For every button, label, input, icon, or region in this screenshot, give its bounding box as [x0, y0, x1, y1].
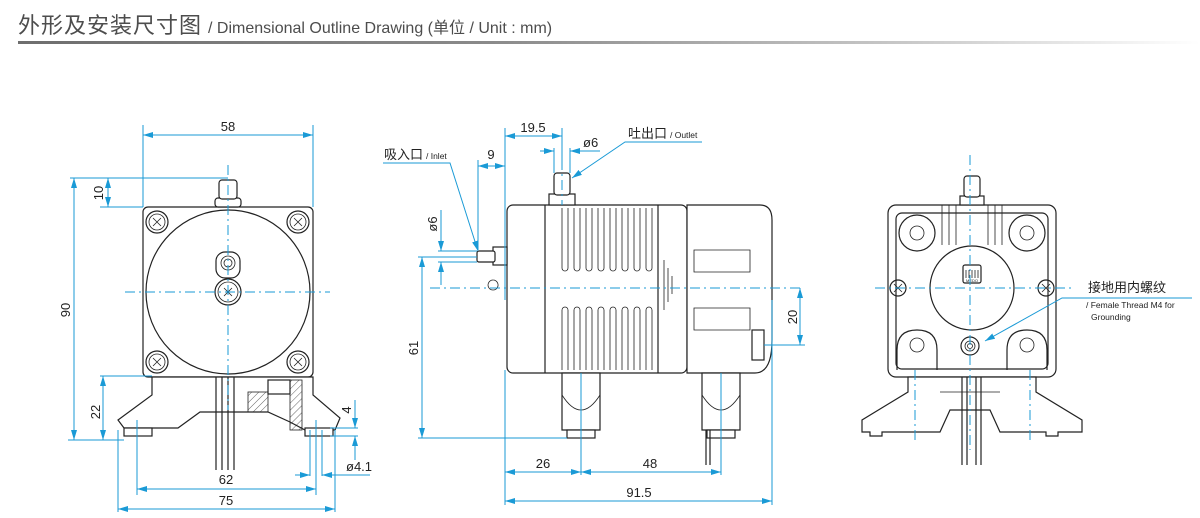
- outlet-label-en: / Outlet: [670, 130, 698, 140]
- title-cn: 外形及安装尺寸图: [18, 14, 203, 39]
- side-body: [506, 204, 688, 374]
- dim-10: 10: [91, 186, 106, 200]
- cooling-fins: [561, 208, 673, 370]
- side-feet: [561, 372, 741, 465]
- screw-icon: [145, 210, 169, 234]
- inlet-label-en: / Inlet: [426, 151, 447, 161]
- dim-91-5: 91.5: [626, 485, 651, 500]
- inlet-label-cn: 吸入口: [384, 148, 423, 163]
- title-en: / Dimensional Outline Drawing (单位 / Unit…: [208, 20, 553, 37]
- dim-20: 20: [785, 310, 800, 324]
- dim-61: 61: [406, 341, 421, 355]
- dim-48: 48: [643, 456, 657, 471]
- screw-icon: [286, 350, 310, 374]
- rear-base: [861, 376, 1083, 465]
- dim-75: 75: [219, 493, 233, 508]
- inlet-nozzle: [476, 246, 508, 291]
- dim-19-5: 19.5: [520, 120, 545, 135]
- dim-58: 58: [221, 119, 235, 134]
- dim-22: 22: [88, 405, 103, 419]
- dim-9: 9: [487, 147, 494, 162]
- rear-view: MEDO 接地用内螺纹 / Female Thread M4: [861, 155, 1192, 465]
- medo-logo: MEDO: [962, 264, 982, 284]
- ground-label-en-1: / Female Thread M4 for: [1086, 300, 1175, 310]
- front-view: 58 10 90 22 4 ø4.1 62 75: [58, 119, 372, 512]
- dim-62: 62: [219, 472, 233, 487]
- ground-label-cn: 接地用内螺纹: [1088, 280, 1166, 296]
- screw-icon: [145, 350, 169, 374]
- header-divider: [18, 41, 1200, 44]
- svg-text:MEDO: MEDO: [966, 278, 978, 283]
- dim-inlet-dia: ø6: [425, 216, 440, 231]
- outlet-label-cn: 吐出口: [628, 127, 667, 142]
- mount-boss-icon: [896, 214, 1048, 370]
- screw-icon: [286, 210, 310, 234]
- dim-26: 26: [536, 456, 550, 471]
- dim-4: 4: [339, 406, 354, 413]
- ground-leader: [984, 297, 1192, 342]
- dim-outlet-dia: ø6: [583, 135, 598, 150]
- ground-label-en-2: Grounding: [1091, 312, 1131, 322]
- side-view: 吸入口 / Inlet 吐出口 / Outlet 19.5 ø6 9 ø6 61…: [383, 120, 805, 505]
- front-base: [117, 376, 341, 470]
- page-header: 外形及安装尺寸图 / Dimensional Outline Drawing (…: [18, 8, 553, 39]
- dim-90: 90: [58, 303, 73, 317]
- rear-outlet-nozzle: [959, 175, 985, 206]
- ground-stud: [751, 329, 765, 361]
- dim-dia-4-1: ø4.1: [346, 459, 372, 474]
- inlet-leader: [383, 162, 479, 252]
- outlet-leader: [571, 141, 702, 179]
